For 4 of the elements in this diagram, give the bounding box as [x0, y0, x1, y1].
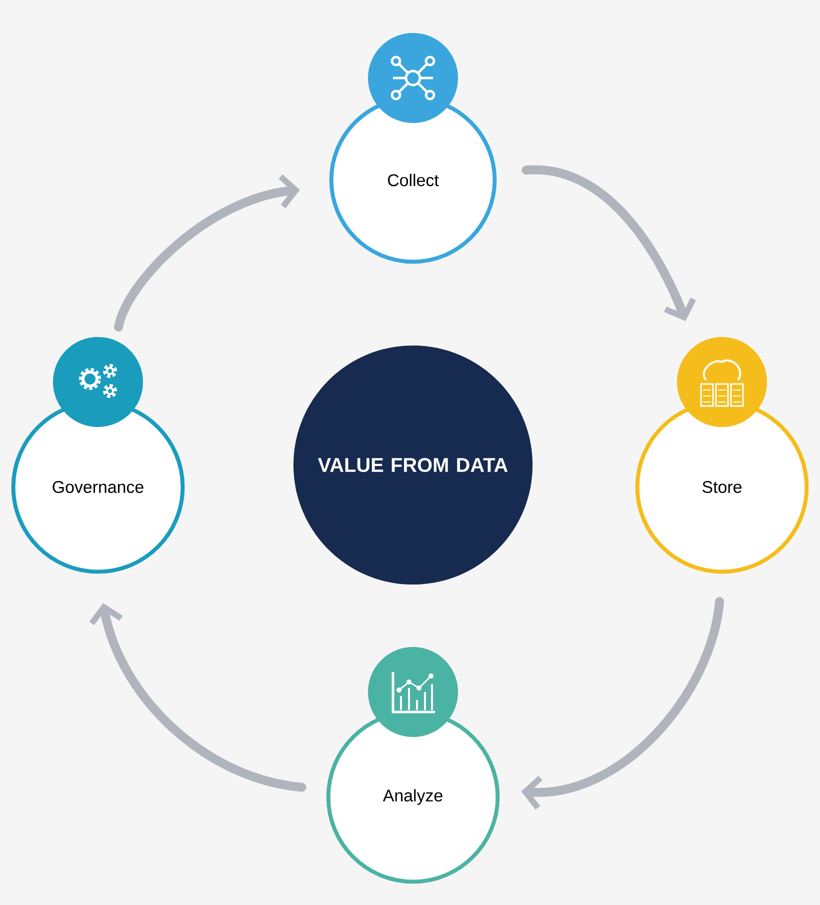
arrow — [521, 596, 724, 810]
arrow — [89, 603, 306, 792]
arrow — [114, 174, 300, 332]
arrow — [522, 166, 696, 322]
